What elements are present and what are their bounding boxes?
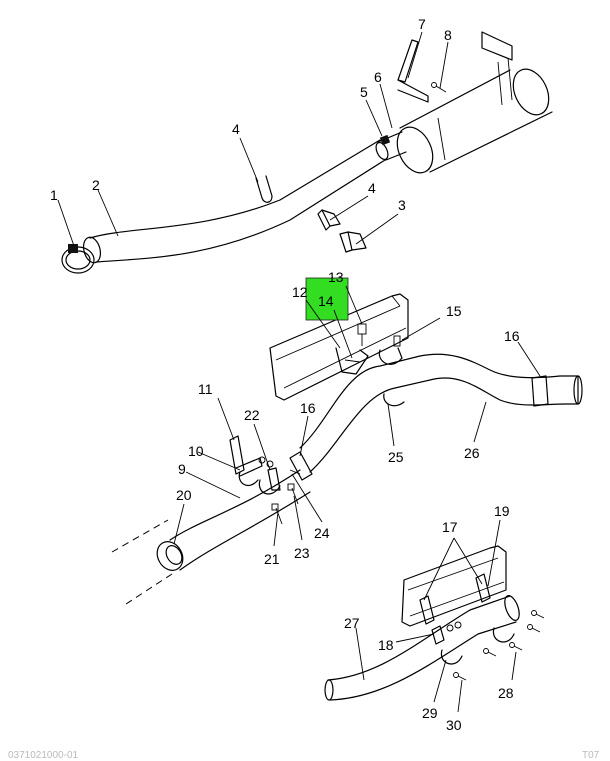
callout-12: 12 <box>292 284 308 300</box>
callout-26: 26 <box>464 445 480 461</box>
frame-rail-middle <box>269 293 409 401</box>
callout-numbers: 1 2 3 4 4 5 6 7 8 10 11 12 13 14 15 16 1… <box>50 16 520 733</box>
highlight-box <box>305 277 349 321</box>
callout-28: 28 <box>498 685 514 701</box>
hanger-25 <box>383 393 405 407</box>
callout-2: 2 <box>92 177 100 193</box>
hanger-17 <box>419 573 491 625</box>
callout-14: 14 <box>318 293 334 309</box>
callout-19: 19 <box>494 503 510 519</box>
tailpipe-27 <box>324 595 520 701</box>
callout-10: 10 <box>188 443 204 459</box>
saddle-4 <box>317 209 341 231</box>
callout-15: 15 <box>446 303 462 319</box>
frame-rail-lower <box>401 545 507 627</box>
callout-30: 30 <box>446 717 462 733</box>
intermediate-pipe-26 <box>299 353 583 473</box>
callout-4b: 4 <box>368 180 376 196</box>
clamp-18 <box>431 621 462 645</box>
callout-9: 9 <box>178 461 186 477</box>
muffler-assembly <box>375 31 553 174</box>
callout-18: 18 <box>378 637 394 653</box>
callout-5: 5 <box>360 84 368 100</box>
bolt-13 <box>357 323 367 346</box>
page-code: T07 <box>582 750 600 761</box>
front-pipe-2 <box>82 139 386 264</box>
callout-7: 7 <box>418 16 426 32</box>
callout-20: 20 <box>176 487 192 503</box>
callout-25: 25 <box>388 449 404 465</box>
callout-16-right: 16 <box>504 328 520 344</box>
callout-24: 24 <box>314 525 330 541</box>
clamp-29 <box>440 627 515 665</box>
bolt-28 <box>483 610 545 657</box>
bracket-22 <box>258 456 281 491</box>
hanger-15 <box>378 335 403 365</box>
band-16-middle <box>289 451 313 481</box>
callout-13: 13 <box>328 269 344 285</box>
callout-6: 6 <box>374 69 382 85</box>
callout-16-middle: 16 <box>300 400 316 416</box>
hanger-bracket-12 <box>335 347 369 375</box>
callout-22: 22 <box>244 407 260 423</box>
bolt-23 <box>287 483 299 505</box>
tailpipe-outline-dashed <box>111 519 173 605</box>
callout-8: 8 <box>444 27 452 43</box>
u-bolt-4-upper <box>255 175 273 203</box>
bolt-21 <box>271 503 283 525</box>
bracket-11 <box>229 435 263 477</box>
callout-21: 21 <box>264 551 280 567</box>
band-16-right <box>531 375 549 407</box>
callout-23: 23 <box>294 545 310 561</box>
callout-17: 17 <box>442 519 458 535</box>
leader-lines <box>57 31 541 713</box>
tailpipe-9 <box>156 469 311 571</box>
callout-11: 11 <box>198 381 213 397</box>
drawing-number: 0371021000-01 <box>8 750 79 761</box>
callout-27: 27 <box>344 615 360 631</box>
callout-29: 29 <box>422 705 438 721</box>
clamp-hardware-9 <box>238 471 281 495</box>
bolt-30 <box>453 672 467 681</box>
bolt-24 <box>289 469 301 475</box>
clamp-1 <box>61 244 95 274</box>
callout-4: 4 <box>232 121 240 137</box>
callout-1: 1 <box>50 187 58 203</box>
saddle-3 <box>339 231 367 253</box>
callout-3: 3 <box>398 197 406 213</box>
